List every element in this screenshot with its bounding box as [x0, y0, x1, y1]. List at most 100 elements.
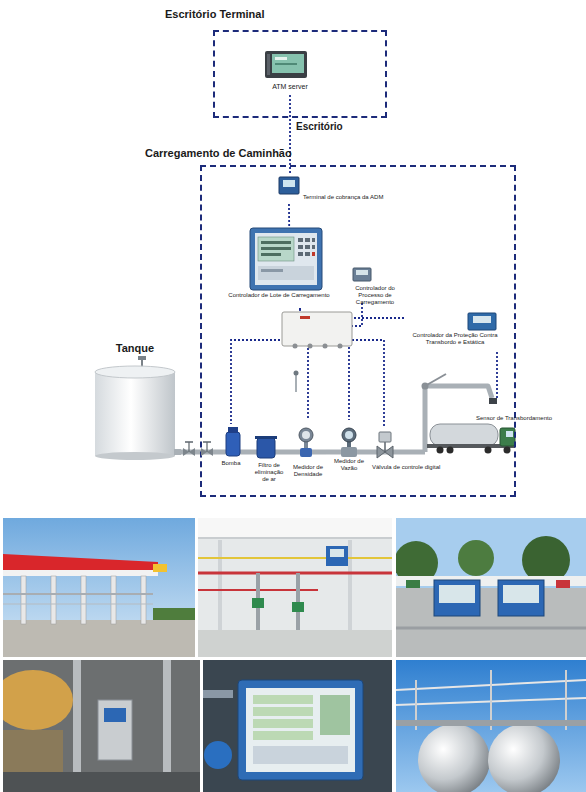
photo-loading-bay-part — [198, 572, 392, 575]
digital-control-valve-icon-part — [385, 446, 393, 458]
batch-controller-icon-part — [305, 252, 310, 256]
photo-loading-bay-part — [330, 549, 344, 557]
photo-control-panels — [394, 518, 586, 657]
hand-valve-part — [188, 442, 189, 452]
batch-controller-icon-part — [261, 253, 281, 256]
photo-truck-loading-part — [98, 700, 132, 760]
junction-box-part — [300, 316, 310, 319]
digital-control-valve-icon-part — [377, 446, 385, 458]
photo-station-canopy-part — [3, 554, 158, 575]
flow-meter-icon-part — [341, 447, 357, 457]
tank-truck-part — [447, 447, 454, 454]
photo-station-canopy-part — [153, 608, 195, 622]
digital-control-valve-icon-part — [384, 442, 386, 452]
photo-control-panels-part — [396, 518, 586, 657]
photo-loading-bay-part — [198, 537, 392, 539]
photo-spherical-tanks-part — [396, 720, 586, 726]
node-label: Terminal de cobrança da ADM — [303, 194, 383, 201]
overflow-controller-icon-part — [468, 313, 496, 330]
signal-connector — [290, 95, 291, 174]
photo-loading-bay — [198, 518, 392, 657]
junction-box — [282, 312, 352, 349]
device-node: Controlador do Processo de Carregamento — [343, 265, 407, 303]
flow-meter-icon — [330, 428, 368, 457]
signal-line — [300, 308, 405, 318]
photo-station-canopy — [3, 518, 195, 657]
pipe-line — [286, 449, 290, 454]
signal-connector — [288, 204, 289, 228]
flow-meter-icon-part — [345, 431, 353, 439]
photo-loading-bay-part — [292, 602, 304, 612]
junction-box-part — [338, 344, 343, 349]
tank-truck-part — [506, 431, 513, 437]
group-frame: Escritório TerminalATM server — [213, 30, 387, 118]
photo-batch-controller-part — [238, 680, 363, 780]
photo-batch-controller — [203, 660, 392, 792]
signal-line — [496, 352, 498, 398]
photo-batch-controller-part — [253, 719, 313, 728]
billing-terminal-icon-part — [283, 180, 295, 187]
photo-station-canopy-part — [3, 604, 153, 605]
group-heading: Carregamento de Caminhão — [145, 147, 292, 160]
photo-batch-controller-part — [253, 746, 348, 764]
signal-line — [300, 303, 362, 326]
atm-server-icon-part — [272, 54, 304, 73]
overflow-controller-icon-part — [473, 316, 491, 323]
photo-station-canopy-part — [21, 576, 26, 624]
node-label: Controlador de Lote de Carregamento — [228, 292, 330, 299]
signal-line — [288, 204, 290, 228]
pump-icon-part — [228, 427, 238, 433]
hand-valve-part — [183, 448, 189, 456]
process-controller-icon-part — [356, 270, 368, 275]
process-controller-icon — [353, 268, 371, 281]
batch-controller-icon-part — [312, 252, 315, 256]
billing-terminal-icon — [279, 177, 299, 194]
pipe-connector — [326, 451, 330, 452]
density-meter-icon-part — [302, 431, 310, 439]
photo-gallery — [0, 518, 586, 792]
device-node: Controlador de Lote de Carregamento — [228, 228, 330, 308]
pipe-line — [326, 449, 330, 454]
pump-icon — [214, 427, 248, 456]
device-node: Bomba — [214, 424, 248, 470]
junction-box-part — [293, 344, 298, 349]
signal-line — [289, 95, 291, 174]
photo-spherical-tanks-part — [418, 724, 490, 792]
photo-control-panels-part — [396, 627, 586, 630]
pipe-line — [180, 449, 214, 454]
overflow-controller-icon — [468, 313, 496, 330]
photo-station-canopy-part — [111, 576, 116, 624]
hand-valve-part — [185, 441, 193, 443]
photo-loading-bay-part — [198, 630, 392, 657]
batch-controller-icon — [250, 228, 322, 290]
photo-truck-loading-part — [3, 772, 200, 792]
photo-control-panels-part — [458, 540, 494, 576]
temperature-probe-part — [294, 371, 299, 376]
atm-server-icon-part — [275, 57, 287, 60]
node-label: Medidor de Vazão — [330, 458, 368, 472]
photo-control-panels-part — [556, 580, 570, 588]
node-label: ATM server — [245, 83, 335, 91]
batch-controller-icon-part — [312, 245, 315, 249]
node-label: Bomba — [214, 460, 248, 467]
tank-truck-part — [504, 447, 511, 454]
photo-loading-bay-part — [348, 540, 352, 630]
pipe-connector — [248, 452, 252, 453]
photo-control-panels-part — [434, 580, 480, 616]
node-label: Controlador da Proteção Contra Transbord… — [405, 332, 505, 346]
photo-truck-loading — [0, 660, 200, 792]
node-label: Válvula de controle digital — [372, 464, 448, 471]
edge-label: Escritório — [296, 121, 343, 132]
photo-station-canopy-part — [3, 518, 195, 657]
pipe-line — [248, 450, 252, 455]
air-eliminator-filter-icon-part — [255, 436, 277, 439]
overflow-sensor-icon-part — [489, 398, 497, 404]
storage-tank-part — [95, 366, 175, 378]
photo-station-canopy-part — [81, 576, 86, 624]
photo-control-panels-part — [503, 585, 539, 603]
loading-arm-part — [425, 374, 446, 386]
pipe-connector — [286, 451, 290, 452]
junction-box-part — [308, 344, 313, 349]
signal-connector — [231, 308, 300, 424]
storage-tank-part — [95, 452, 175, 460]
